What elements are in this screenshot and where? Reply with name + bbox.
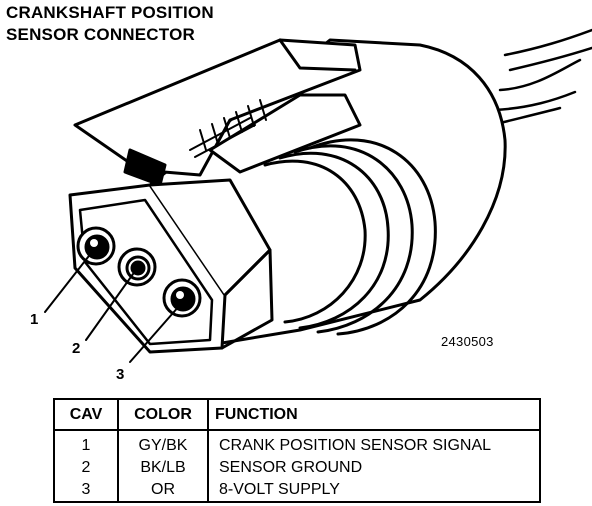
header-color: COLOR	[118, 399, 209, 431]
cell-cav: 1	[54, 430, 119, 457]
cell-function: SENSOR GROUND	[219, 459, 363, 476]
cell-cav: 3	[54, 479, 119, 502]
diagram-title: CRANKSHAFT POSITION SENSOR CONNECTOR	[6, 2, 214, 46]
cell-function: 8-VOLT SUPPLY	[219, 481, 340, 498]
table-row: 1 GY/BK CRANK POSITION SENSOR SIGNAL	[54, 430, 540, 457]
figure-number: 2430503	[441, 334, 494, 349]
housing-ribs	[263, 138, 437, 336]
wire-bundle	[490, 28, 592, 127]
callout-leaders	[44, 251, 181, 363]
cell-color: BK/LB	[118, 457, 209, 479]
cell-color: OR	[118, 479, 209, 502]
callout-3: 3	[116, 366, 125, 383]
terminal-cavity-1	[76, 226, 116, 266]
pinout-table: CAV COLOR FUNCTION 1 GY/BK CRANK POSITIO…	[53, 398, 541, 503]
cell-cav: 2	[54, 457, 119, 479]
pinout-header-row: CAV COLOR FUNCTION	[54, 399, 540, 431]
cell-function: CRANK POSITION SENSOR SIGNAL	[219, 437, 492, 454]
terminal-cavity-2	[117, 247, 157, 287]
header-function: FUNCTION	[208, 399, 540, 431]
callout-1: 1	[30, 311, 39, 328]
cell-color: GY/BK	[118, 430, 209, 457]
header-cav: CAV	[54, 399, 119, 431]
terminal-cavity-3	[162, 278, 202, 318]
latch-ribs	[189, 99, 267, 158]
title-line-2: SENSOR CONNECTOR	[6, 25, 195, 44]
callout-2: 2	[72, 340, 81, 357]
table-row: 2 BK/LB SENSOR GROUND	[54, 457, 540, 479]
table-row: 3 OR 8-VOLT SUPPLY	[54, 479, 540, 502]
title-line-1: CRANKSHAFT POSITION	[6, 3, 214, 22]
